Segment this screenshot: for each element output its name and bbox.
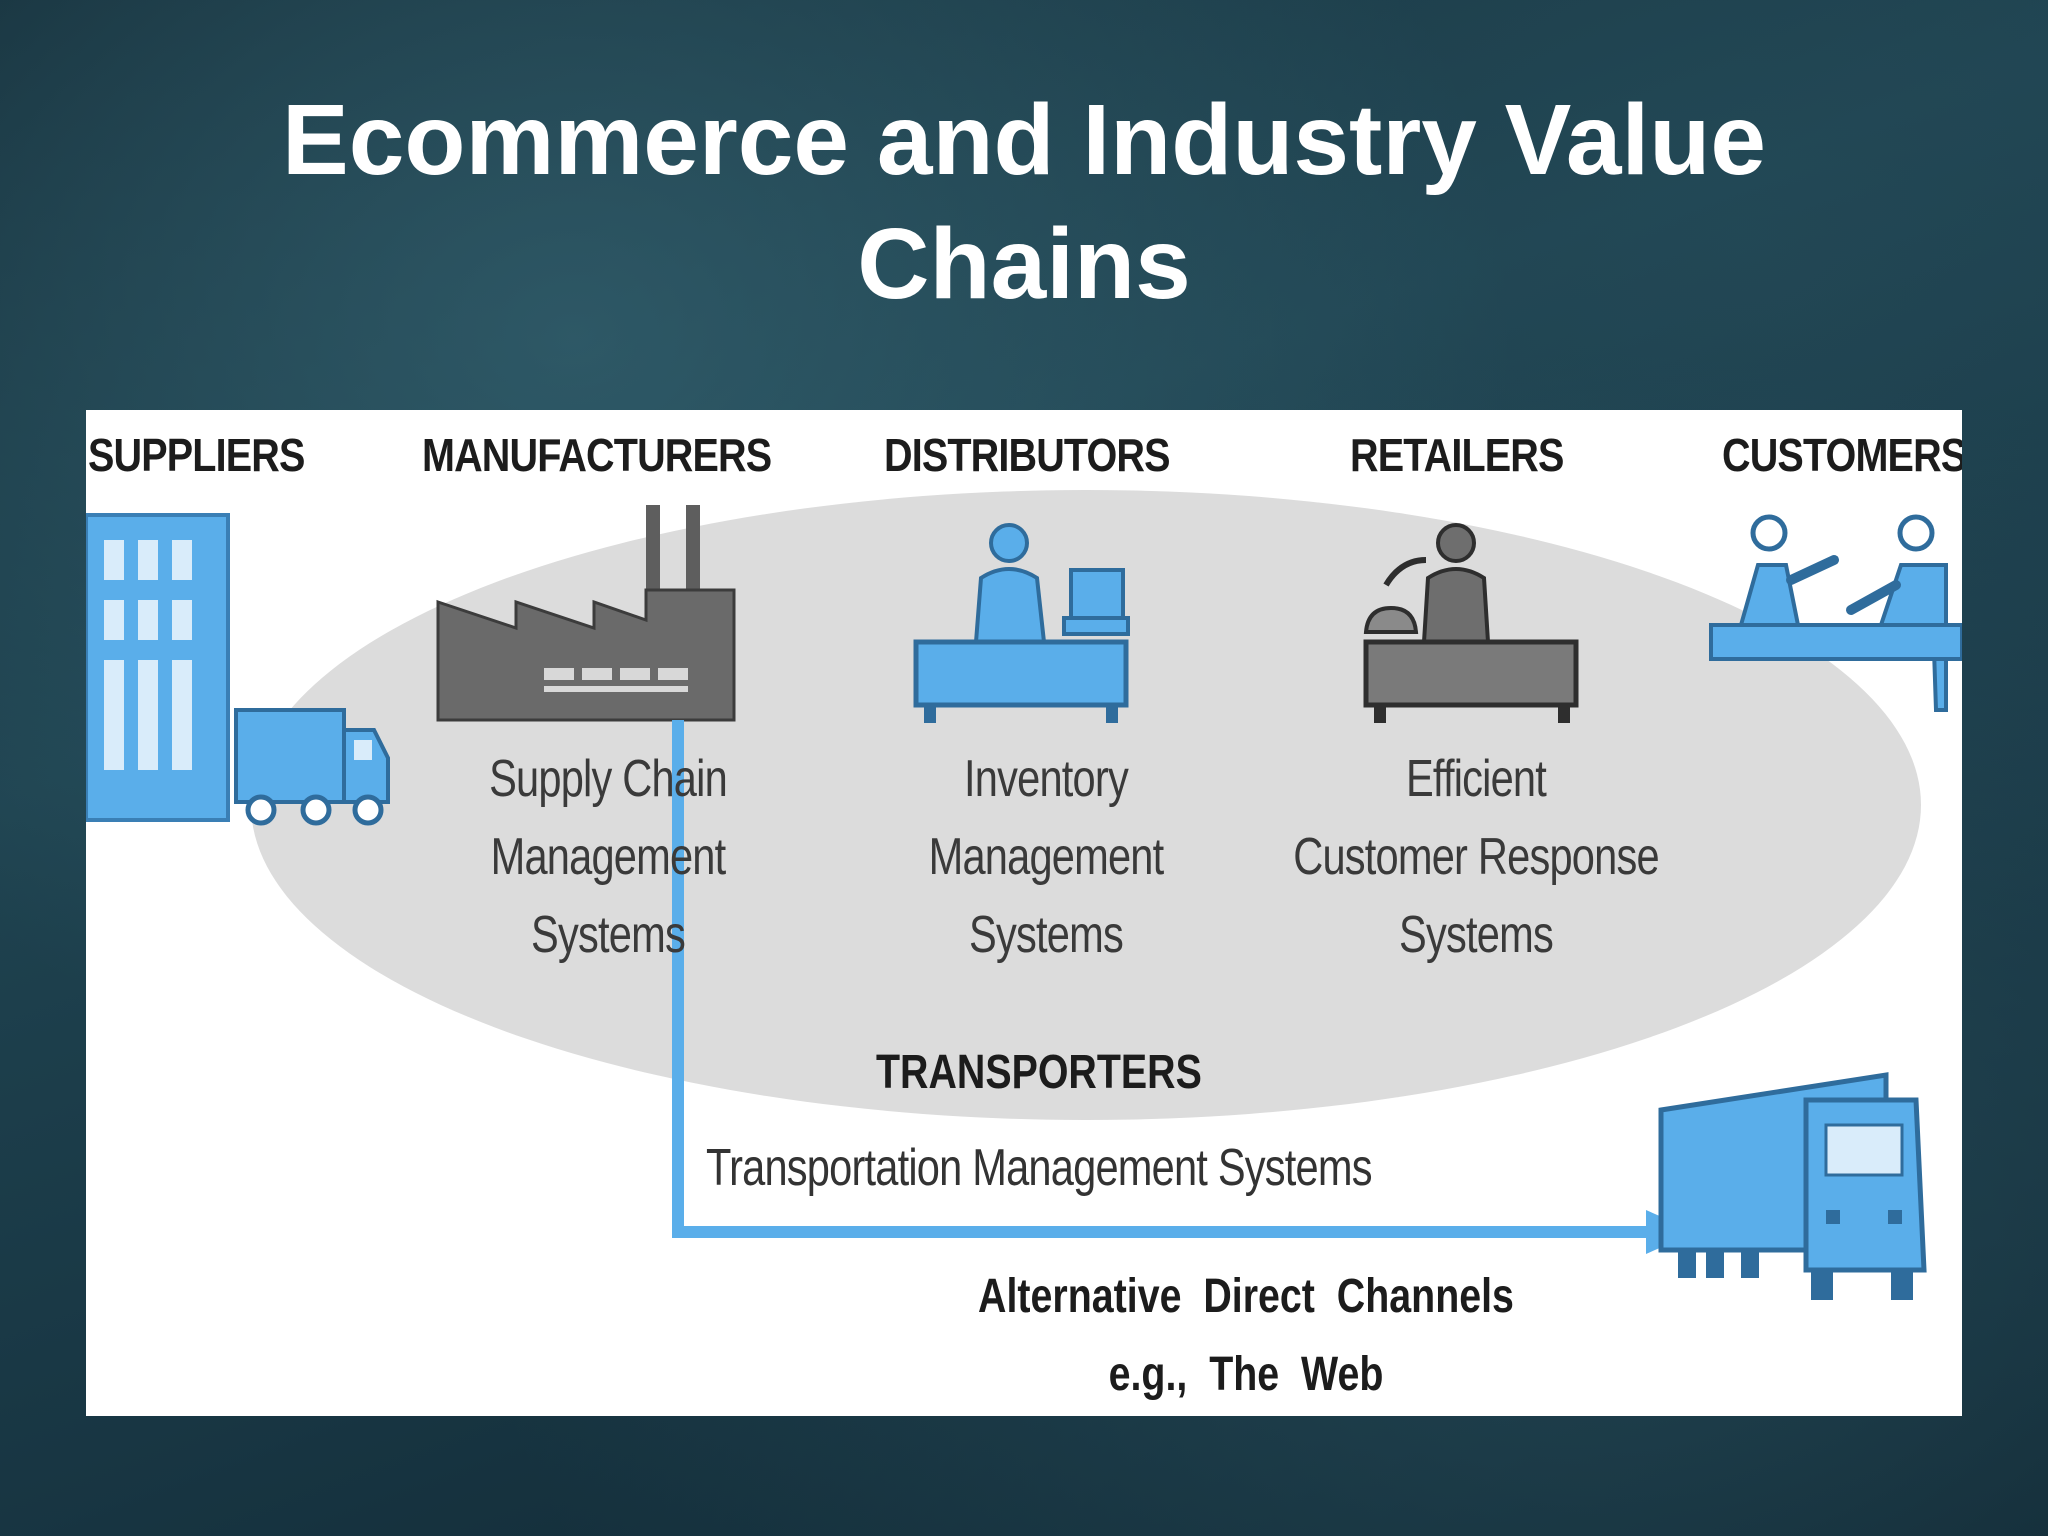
stage-label-customers: CUSTOMERS xyxy=(1722,429,1962,481)
diagram-graphics xyxy=(86,490,1962,1300)
retailer-phone-desk-icon xyxy=(1363,523,1579,723)
transport-truck-icon xyxy=(1658,1072,1927,1300)
ecr-systems-label: Efficient Customer Response Systems xyxy=(1284,740,1668,974)
title-line-2: Chains xyxy=(857,208,1191,320)
alternative-direct-channels-label: Alternative Direct Channels e.g., The We… xyxy=(967,1258,1525,1414)
distributor-desk-icon xyxy=(913,523,1130,723)
transportation-systems-label: Transportation Management Systems xyxy=(706,1139,1373,1197)
building-icon xyxy=(86,513,230,822)
stage-label-manufacturers: MANUFACTURERS xyxy=(422,429,772,481)
title-line-1: Ecommerce and Industry Value xyxy=(282,84,1766,196)
inventory-line-1: Inventory xyxy=(964,750,1129,808)
transporters-label: TRANSPORTERS xyxy=(876,1046,1202,1099)
ecr-line-3: Systems xyxy=(1399,906,1554,964)
inventory-systems-label: Inventory Management Systems xyxy=(902,740,1190,974)
stage-label-distributors: DISTRIBUTORS xyxy=(884,429,1171,481)
customers-icon xyxy=(1709,514,1962,712)
stage-label-retailers: RETAILERS xyxy=(1350,429,1564,481)
inventory-line-3: Systems xyxy=(969,906,1124,964)
supply-chain-line-3: Systems xyxy=(531,906,686,964)
supply-chain-systems-label: Supply Chain Management Systems xyxy=(448,740,768,974)
truck-icon xyxy=(234,708,390,826)
supply-chain-line-2: Management xyxy=(490,828,727,886)
value-chain-diagram: SUPPLIERS MANUFACTURERS DISTRIBUTORS RET… xyxy=(86,410,1962,1416)
alt-channel-line-2: e.g., The Web xyxy=(1108,1348,1384,1401)
ecr-line-2: Customer Response xyxy=(1293,828,1659,886)
slide-title: Ecommerce and Industry Value Chains xyxy=(0,78,2048,326)
supply-chain-line-1: Supply Chain xyxy=(489,750,728,808)
ecr-line-1: Efficient xyxy=(1405,750,1547,808)
factory-icon xyxy=(436,505,736,722)
alt-channel-line-1: Alternative Direct Channels xyxy=(978,1270,1514,1323)
stage-label-suppliers: SUPPLIERS xyxy=(88,429,305,481)
inventory-line-2: Management xyxy=(928,828,1165,886)
